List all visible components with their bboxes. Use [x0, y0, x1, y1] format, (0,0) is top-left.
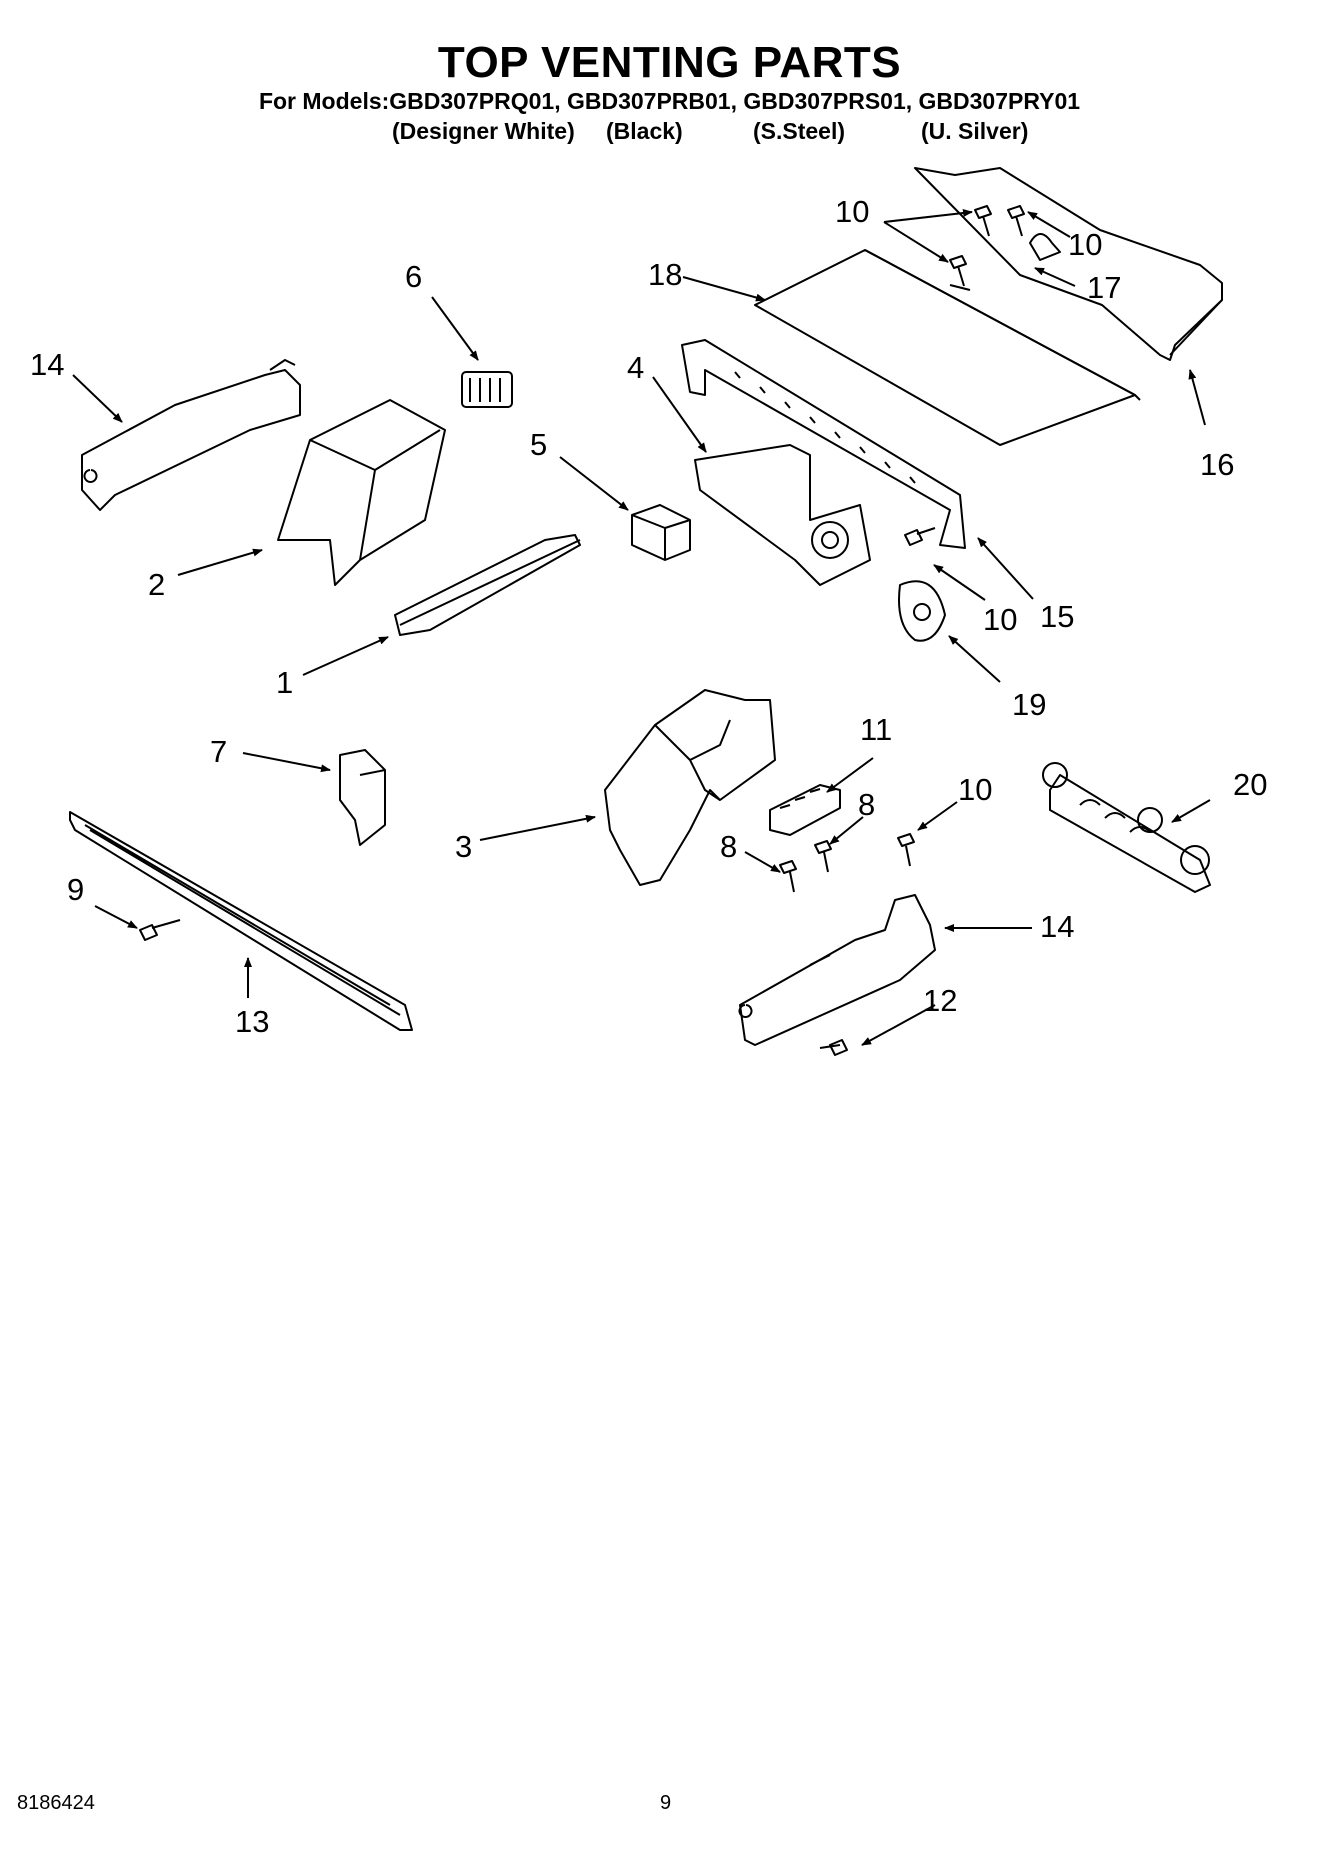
callout-9: 9: [67, 872, 84, 907]
document-number: 8186424: [17, 1792, 95, 1814]
leader-arrows: [72, 209, 1211, 1046]
color-steel: (S.Steel): [753, 118, 846, 144]
part-19-thermal-disc: [898, 580, 946, 642]
part-6-relay: [461, 371, 513, 408]
callout-8: 8: [858, 787, 875, 822]
callout-20: 20: [1233, 767, 1267, 802]
screw-8-right: [814, 840, 832, 873]
callout-12: 12: [923, 983, 957, 1018]
screw-9: [139, 919, 181, 941]
callout-11: 11: [860, 712, 892, 747]
callout-4: 4: [627, 350, 644, 385]
part-11-terminal-block: [769, 784, 841, 836]
models-line: For Models:GBD307PRQ01, GBD307PRB01, GBD…: [258, 88, 1081, 114]
page-number: 9: [660, 1792, 672, 1814]
callout-1: 1: [276, 665, 293, 700]
part-13-long-rail: [69, 811, 413, 1031]
callout-14: 14: [30, 347, 64, 382]
callout-labels: 14 6 18 10 10 17 16 4 5 2 1 15 10 19 7 3…: [30, 194, 1267, 1039]
part-7-small-bracket: [339, 749, 386, 846]
callout-10: 10: [983, 602, 1017, 637]
callout-10: 10: [835, 194, 869, 229]
part-14-bracket-right: [738, 894, 936, 1046]
callout-7: 7: [210, 734, 227, 769]
callout-6: 6: [405, 259, 422, 294]
screw-8-left: [779, 860, 797, 893]
part-1-strip: [394, 534, 581, 636]
callout-17: 17: [1087, 270, 1121, 305]
part-3-shield: [604, 689, 776, 886]
part-18-vent-panel: [754, 249, 1141, 446]
callout-16: 16: [1200, 447, 1234, 482]
callout-2: 2: [148, 567, 165, 602]
part-20-knob-rail: [1042, 762, 1211, 893]
part-2-duct: [277, 399, 446, 586]
screw-10-bottom: [897, 833, 915, 867]
callout-8: 8: [720, 829, 737, 864]
color-black: (Black): [606, 118, 683, 144]
callout-10: 10: [958, 772, 992, 807]
color-silver: (U. Silver): [921, 118, 1029, 144]
part-17-clip: [1029, 233, 1061, 261]
callout-14: 14: [1040, 909, 1074, 944]
callout-5: 5: [530, 427, 547, 462]
part-4-blower-assembly: [681, 339, 966, 586]
screw-10-mid: [904, 527, 936, 546]
callout-13: 13: [235, 1004, 269, 1039]
part-14-bracket-left: [81, 359, 301, 511]
screws-10-top: [949, 205, 1025, 287]
part-5-block: [631, 504, 691, 561]
part-16-top-cover: [914, 167, 1223, 361]
callout-3: 3: [455, 829, 472, 864]
callout-19: 19: [1012, 687, 1046, 722]
callout-10: 10: [1068, 227, 1102, 262]
color-designer-white: (Designer White): [392, 118, 575, 144]
callout-15: 15: [1040, 599, 1074, 634]
callout-18: 18: [648, 257, 682, 292]
page-title: TOP VENTING PARTS: [437, 38, 902, 87]
screw-12: [819, 1039, 848, 1056]
